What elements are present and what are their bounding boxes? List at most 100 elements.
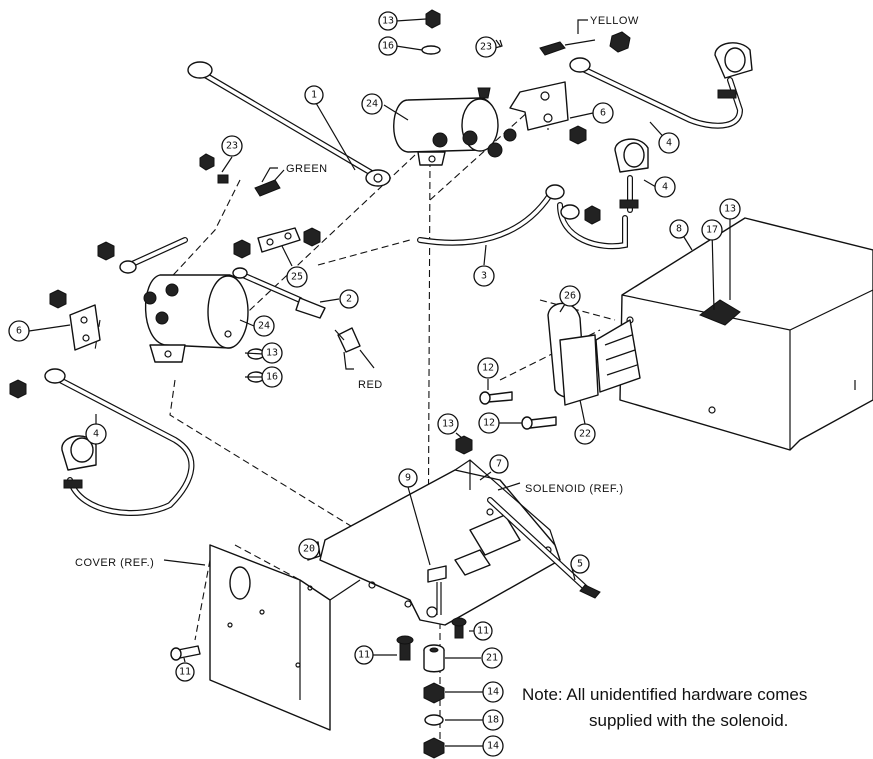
callout-16a: 16 xyxy=(378,36,398,56)
svg-text:7: 7 xyxy=(496,459,502,470)
callout-13d: 13 xyxy=(437,413,459,435)
link-plate xyxy=(9,227,321,399)
cover-ref xyxy=(209,544,361,731)
upper-bracket xyxy=(509,81,569,131)
callout-13a: 13 xyxy=(378,11,398,31)
callout-1: 1 xyxy=(304,85,324,105)
cable-4-upper xyxy=(569,42,753,129)
svg-text:8: 8 xyxy=(676,224,682,235)
svg-text:14: 14 xyxy=(487,687,499,698)
svg-text:4: 4 xyxy=(662,182,668,193)
callout-9: 9 xyxy=(398,468,418,488)
svg-text:3: 3 xyxy=(481,271,487,282)
callout-12a: 12 xyxy=(477,357,499,379)
callout-4a: 4 xyxy=(658,132,680,154)
cable-3 xyxy=(417,184,628,250)
callout-6a: 6 xyxy=(592,102,614,124)
svg-text:11: 11 xyxy=(358,650,370,661)
svg-text:12: 12 xyxy=(482,363,494,374)
callout-26: 26 xyxy=(559,285,581,307)
note-line-1: Note: All unidentified hardware comes xyxy=(522,685,807,704)
callout-3: 3 xyxy=(473,265,495,287)
hardware-note: Note: All unidentified hardware comes su… xyxy=(522,685,807,730)
svg-text:11: 11 xyxy=(179,667,191,678)
svg-text:11: 11 xyxy=(477,626,489,637)
note-line-2: supplied with the solenoid. xyxy=(589,711,788,730)
label-yellow: YELLOW xyxy=(590,15,639,27)
svg-text:9: 9 xyxy=(405,473,411,484)
screw-12-lower xyxy=(529,416,557,429)
upper-solenoid xyxy=(393,87,517,166)
svg-text:24: 24 xyxy=(258,321,270,332)
callout-4b: 4 xyxy=(654,176,676,198)
cable-1 xyxy=(187,61,391,187)
svg-text:14: 14 xyxy=(487,741,499,752)
svg-text:6: 6 xyxy=(600,108,606,119)
svg-text:17: 17 xyxy=(706,225,718,236)
callout-21: 21 xyxy=(481,647,503,669)
callout-18: 18 xyxy=(482,709,504,731)
svg-text:13: 13 xyxy=(724,204,736,215)
callout-8: 8 xyxy=(669,219,689,239)
callout-6b: 6 xyxy=(8,320,30,342)
svg-text:2: 2 xyxy=(346,294,352,305)
cable-2 xyxy=(232,267,375,369)
bolt-9 xyxy=(427,565,447,583)
callout-14b: 14 xyxy=(482,735,504,757)
green-lead xyxy=(199,153,285,197)
callout-23b: 23 xyxy=(221,135,243,157)
nut-upper-right xyxy=(609,31,631,53)
svg-text:20: 20 xyxy=(303,544,315,555)
lower-bracket xyxy=(69,304,101,351)
svg-text:5: 5 xyxy=(577,559,583,570)
label-cover-ref: COVER (REF.) xyxy=(75,557,154,569)
callout-5: 5 xyxy=(570,554,590,574)
svg-text:22: 22 xyxy=(579,429,591,440)
callout-17: 17 xyxy=(701,219,723,241)
svg-text:18: 18 xyxy=(487,715,499,726)
svg-text:4: 4 xyxy=(93,429,99,440)
wire-labels: YELLOW GREEN RED SOLENOID (REF.) COVER (… xyxy=(75,15,639,569)
svg-text:12: 12 xyxy=(483,418,495,429)
cable-4-lower xyxy=(44,368,195,516)
svg-text:1: 1 xyxy=(311,90,317,101)
callout-20: 20 xyxy=(298,538,320,560)
svg-text:16: 16 xyxy=(266,372,278,383)
base-plate xyxy=(319,459,561,626)
yellow-terminal xyxy=(539,41,566,56)
svg-text:23: 23 xyxy=(226,141,238,152)
svg-text:23: 23 xyxy=(480,42,492,53)
callout-24a: 24 xyxy=(361,93,383,115)
callout-14a: 14 xyxy=(482,681,504,703)
svg-text:6: 6 xyxy=(16,326,22,337)
callout-13c: 13 xyxy=(261,342,283,364)
callout-12b: 12 xyxy=(478,412,500,434)
label-solenoid-ref: SOLENOID (REF.) xyxy=(525,483,624,495)
svg-text:4: 4 xyxy=(666,138,672,149)
callout-16b: 16 xyxy=(261,366,283,388)
callout-11b: 11 xyxy=(473,621,493,641)
callout-11c: 11 xyxy=(175,662,195,682)
lower-hardware-stack xyxy=(423,435,473,759)
callout-2: 2 xyxy=(339,289,359,309)
callout-25: 25 xyxy=(286,266,308,288)
box-housing xyxy=(619,217,873,451)
callout-7: 7 xyxy=(489,454,509,474)
svg-text:13: 13 xyxy=(266,348,278,359)
svg-text:25: 25 xyxy=(291,272,303,283)
screw-12-upper xyxy=(487,391,513,403)
callout-24b: 24 xyxy=(253,315,275,337)
lower-solenoid xyxy=(143,274,249,363)
svg-text:21: 21 xyxy=(486,653,498,664)
switch-assembly xyxy=(547,302,641,406)
callout-4c: 4 xyxy=(85,423,107,445)
callout-11a: 11 xyxy=(354,645,374,665)
cable-4-middle xyxy=(614,138,649,213)
svg-text:16: 16 xyxy=(382,41,394,52)
label-green: GREEN xyxy=(286,163,328,175)
svg-text:13: 13 xyxy=(442,419,454,430)
svg-text:26: 26 xyxy=(564,291,576,302)
svg-text:24: 24 xyxy=(366,99,378,110)
svg-text:13: 13 xyxy=(382,16,394,27)
